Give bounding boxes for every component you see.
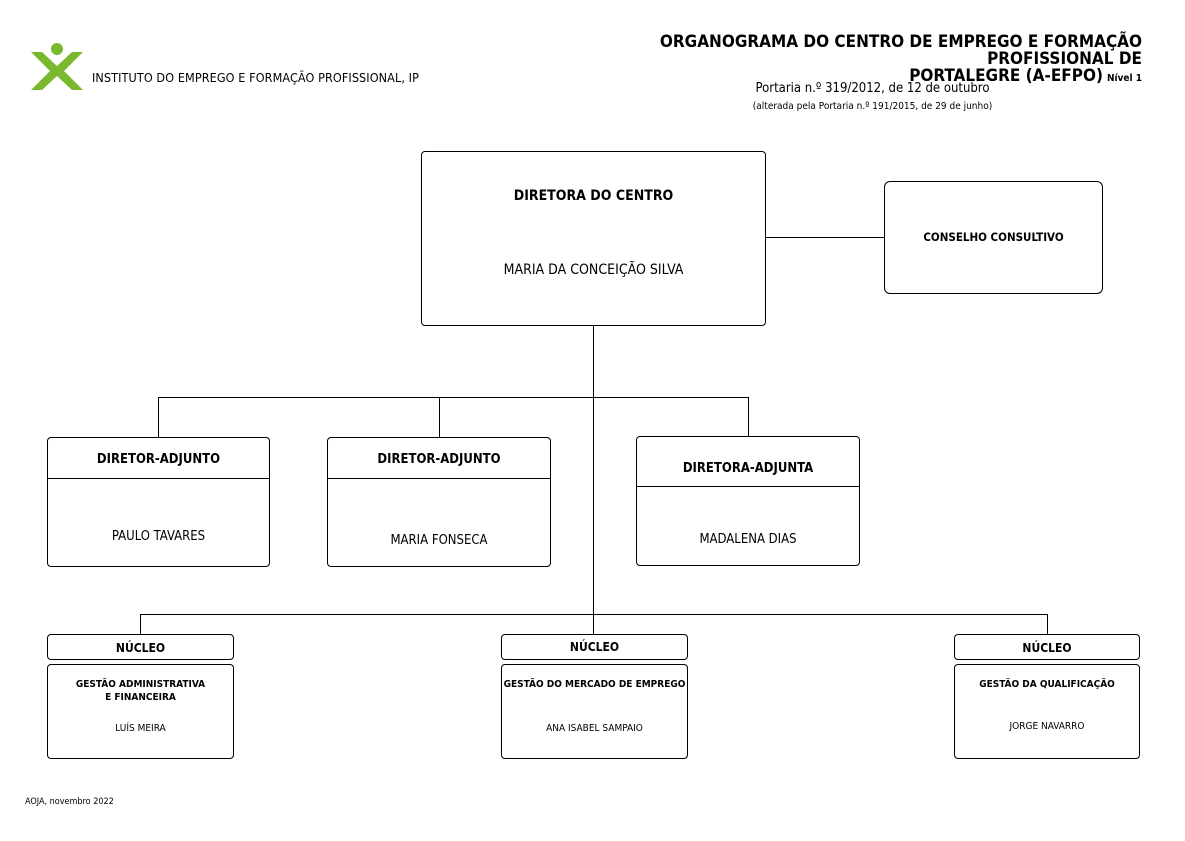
- connector-director-council: [766, 237, 885, 238]
- nucleo-title: GESTÃO ADMINISTRATIVA: [75, 679, 206, 690]
- connector-nucleos-bar: [140, 614, 1048, 615]
- org-name: INSTITUTO DO EMPREGO E FORMAÇÃO PROFISSI…: [92, 70, 419, 85]
- connector-main-trunk: [593, 325, 594, 634]
- deputy-divider: [637, 486, 859, 487]
- deputy-box-2: DIRETOR-ADJUNTO MARIA FONSECA: [327, 437, 551, 567]
- nucleo-title-line2: E FINANCEIRA: [105, 692, 176, 703]
- connector-deputy-2: [439, 397, 440, 438]
- connector-deputy-3: [748, 397, 749, 437]
- deputy-name: PAULO TAVARES: [111, 529, 206, 544]
- nucleo-box-1: GESTÃO ADMINISTRATIVA E FINANCEIRA LUÍS …: [47, 664, 234, 759]
- council-box: CONSELHO CONSULTIVO: [884, 181, 1103, 294]
- deputy-role: DIRETOR-ADJUNTO: [377, 452, 501, 467]
- director-box: DIRETORA DO CENTRO MARIA DA CONCEIÇÃO SI…: [421, 151, 766, 326]
- page-title: ORGANOGRAMA DO CENTRO DE EMPREGO E FORMA…: [659, 32, 1142, 86]
- connector-nucleo-1: [140, 614, 141, 635]
- portaria-reference: Portaria n.º 319/2012, de 12 de outubro: [755, 81, 990, 96]
- amendment-reference: (alterada pela Portaria n.º 191/2015, de…: [752, 101, 993, 112]
- director-name: MARIA DA CONCEIÇÃO SILVA: [503, 262, 684, 278]
- director-role: DIRETORA DO CENTRO: [513, 188, 674, 204]
- council-label: CONSELHO CONSULTIVO: [923, 230, 1064, 244]
- iefp-logo-icon: [31, 43, 83, 90]
- nucleo-title: GESTÃO DA QUALIFICAÇÃO: [979, 679, 1115, 690]
- nucleo-header-3: NÚCLEO: [954, 634, 1140, 660]
- nucleo-name: LUÍS MEIRA: [115, 723, 166, 734]
- connector-deputy-1: [158, 397, 159, 438]
- deputy-name: MARIA FONSECA: [390, 533, 488, 548]
- deputy-role: DIRETORA-ADJUNTA: [682, 461, 814, 476]
- deputy-box-1: DIRETOR-ADJUNTO PAULO TAVARES: [47, 437, 270, 567]
- nucleo-box-2: GESTÃO DO MERCADO DE EMPREGO ANA ISABEL …: [501, 664, 688, 759]
- nucleo-name: ANA ISABEL SAMPAIO: [546, 723, 643, 734]
- deputy-role: DIRETOR-ADJUNTO: [96, 452, 221, 467]
- nucleo-title: GESTÃO DO MERCADO DE EMPREGO: [503, 679, 686, 690]
- nucleo-box-3: GESTÃO DA QUALIFICAÇÃO JORGE NAVARRO: [954, 664, 1140, 759]
- deputy-name: MADALENA DIAS: [699, 532, 797, 547]
- connector-nucleo-3: [1047, 614, 1048, 635]
- deputy-divider: [328, 478, 550, 479]
- nucleo-name: JORGE NAVARRO: [1009, 721, 1085, 732]
- level-label: Nível 1: [1106, 73, 1142, 84]
- nucleo-header-1: NÚCLEO: [47, 634, 234, 660]
- footer-note: AOJA, novembro 2022: [25, 797, 114, 807]
- nucleo-header-2: NÚCLEO: [501, 634, 688, 660]
- deputy-box-3: DIRETORA-ADJUNTA MADALENA DIAS: [636, 436, 860, 566]
- deputy-divider: [48, 478, 269, 479]
- connector-deputies-bar: [158, 397, 749, 398]
